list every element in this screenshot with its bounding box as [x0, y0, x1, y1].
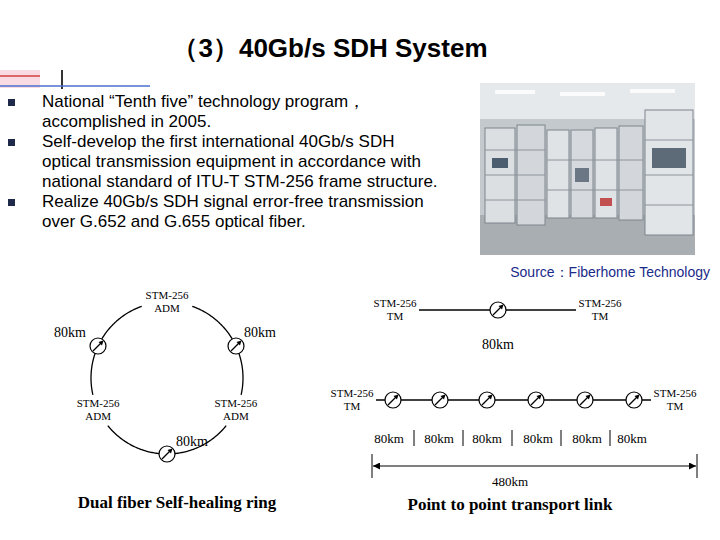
fiber-link — [376, 399, 651, 400]
equipment-label: STM-256 ADM — [143, 289, 191, 315]
equipment-label: STM-256 TM — [576, 297, 624, 323]
equipment-label: STM-256 TM — [328, 387, 376, 413]
tm-node: STM-256 TM — [328, 386, 376, 414]
span-length: 80km — [572, 431, 602, 446]
adm-node: STM-256 ADM — [74, 396, 122, 424]
equipment-label: STM-256 TM — [651, 387, 699, 413]
amplifier-symbols — [90, 302, 642, 462]
tm-node: STM-256 TM — [371, 296, 419, 324]
diagram-caption: Point to point transport link — [408, 495, 613, 515]
adm-node: STM-256 ADM — [212, 396, 260, 424]
slide-title: （3）40Gb/s SDH System — [172, 33, 487, 63]
amplifier-symbol — [159, 446, 175, 462]
diagram-caption: Dual fiber Self-healing ring — [78, 493, 277, 513]
bullet-point: Realize 40Gb/s SDH signal error-free tra… — [8, 192, 440, 232]
bullet-list: National “Tenth five” technology program… — [8, 92, 440, 232]
amplifier-symbol — [228, 338, 244, 354]
bullet-point: Self-develop the first international 40G… — [8, 132, 440, 192]
dimension-line — [372, 454, 697, 478]
span-length: 80km — [482, 337, 514, 353]
total-length: 480km — [492, 474, 528, 489]
span-length: 80km — [54, 325, 86, 341]
span-length: 80km — [617, 431, 647, 446]
equipment-label: STM-256 ADM — [212, 397, 260, 423]
amplifier-symbol — [626, 392, 642, 408]
amplifier-symbol — [577, 392, 593, 408]
equipment-label: STM-256 TM — [371, 297, 419, 323]
amplifier-symbol — [490, 302, 506, 318]
span-length: 80km — [424, 431, 454, 446]
tm-node: STM-256 TM — [576, 296, 624, 324]
span-length: 80km — [244, 325, 276, 341]
fiber-link — [91, 306, 142, 394]
span-length: 80km — [374, 431, 404, 446]
span-length: 80km — [523, 431, 553, 446]
amplifier-symbol — [432, 392, 448, 408]
span-ticks — [414, 430, 610, 446]
adm-node: STM-256 ADM — [143, 288, 191, 316]
amplifier-symbol — [479, 392, 495, 408]
span-length: 80km — [176, 434, 208, 450]
amplifier-symbol — [90, 338, 106, 354]
amplifier-symbol — [385, 392, 401, 408]
source-note: Source：Fiberhome Technology — [510, 264, 710, 281]
equipment-room-photo — [480, 83, 695, 255]
span-length: 80km — [472, 431, 502, 446]
amplifier-symbol — [528, 392, 544, 408]
bullet-point: National “Tenth five” technology program… — [8, 92, 440, 132]
corner-decoration — [0, 70, 150, 89]
equipment-label: STM-256 ADM — [74, 397, 122, 423]
tm-node: STM-256 TM — [651, 386, 699, 414]
fiber-link — [192, 306, 243, 394]
